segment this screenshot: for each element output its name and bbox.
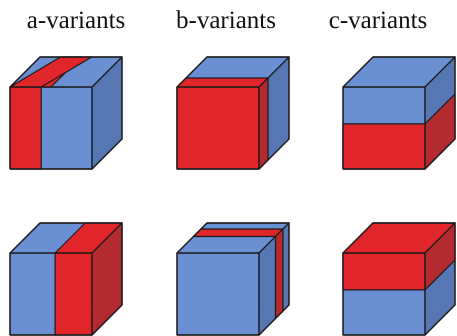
red-stripe-front	[9, 86, 42, 170]
red-side-band	[258, 77, 269, 170]
red-top-band	[192, 228, 284, 238]
red-stripe-front	[342, 123, 426, 170]
red-front	[176, 86, 260, 170]
header-a-variants: a-variants	[26, 7, 126, 34]
cube-inner-edges	[343, 222, 456, 335]
cube-a-top	[9, 56, 123, 170]
cube-a-bottom	[9, 222, 123, 336]
cube-inner-edges	[177, 56, 290, 169]
cube-c-bottom	[342, 222, 456, 336]
cube-inner-edges	[177, 222, 290, 335]
red-stripe-front	[54, 252, 93, 336]
cube-b-top	[176, 56, 290, 170]
front-face	[176, 252, 260, 336]
header-b-variants: b-variants	[176, 7, 276, 34]
cube-b-bottom	[176, 222, 290, 336]
cube-inner-edges	[343, 56, 456, 169]
cube-inner-edges	[10, 56, 123, 169]
header-c-variants: c-variants	[328, 7, 428, 34]
red-top-band	[176, 77, 269, 88]
red-side-band	[274, 228, 284, 320]
red-stripe-front	[342, 252, 426, 291]
cube-c-top	[342, 56, 456, 170]
cube-inner-edges	[10, 222, 123, 335]
